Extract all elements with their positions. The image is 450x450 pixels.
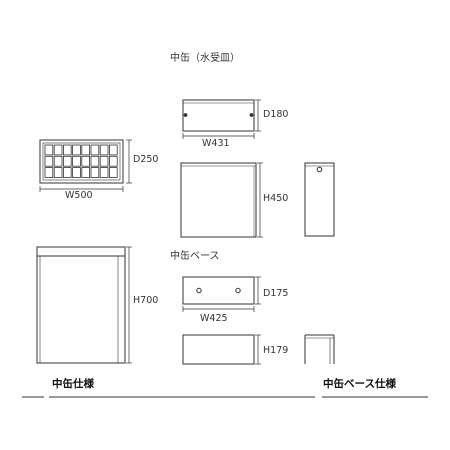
grid-hole [109, 155, 118, 167]
base-top-drawing [182, 276, 255, 305]
top-view-grid [44, 144, 118, 178]
grid-hole [81, 144, 91, 156]
base-title: 中缶ベース [170, 251, 220, 262]
dim-label-h179: H179 [263, 345, 289, 356]
base-front-drawing [182, 334, 255, 365]
grid-hole [72, 144, 81, 156]
grid-hole [109, 167, 118, 178]
base-side-drawing [304, 334, 335, 364]
grid-hole [53, 155, 63, 167]
dim-label-w425: W425 [200, 313, 228, 324]
dimension-d180 [255, 99, 261, 132]
dim-label-h700: H700 [133, 295, 159, 306]
grid-hole [109, 144, 118, 156]
grid-hole [72, 167, 81, 178]
top-view-drawing [39, 139, 124, 184]
tray-title: 中缶（水受皿） [170, 53, 240, 64]
grid-hole [99, 155, 109, 167]
grid-hole [90, 155, 100, 167]
dim-label-d180: D180 [263, 109, 289, 120]
dimension-d175 [255, 276, 261, 305]
grid-hole [90, 144, 100, 156]
grid-hole [44, 155, 54, 167]
inner-can-front-drawing [180, 162, 257, 238]
grid-hole [81, 155, 91, 167]
grid-hole [81, 167, 91, 178]
grid-hole [44, 144, 54, 156]
dimension-w500 [39, 186, 124, 192]
grid-hole [53, 144, 63, 156]
outer-body-drawing [36, 246, 126, 364]
dim-label-w500: W500 [65, 190, 93, 201]
tray-drawing [182, 99, 255, 132]
dim-label-d250: D250 [133, 154, 159, 165]
grid-hole [63, 144, 72, 156]
dimension-h179 [255, 334, 261, 365]
inner-can-side-drawing [304, 162, 335, 237]
grid-hole [63, 155, 72, 167]
grid-hole [90, 167, 100, 178]
dimension-w425 [182, 306, 255, 312]
dim-label-h450: H450 [263, 193, 289, 204]
grid-hole [99, 167, 109, 178]
dim-label-d175: D175 [263, 288, 289, 299]
grid-hole [63, 167, 72, 178]
dimension-w431 [182, 133, 255, 139]
grid-hole [72, 155, 81, 167]
dimension-d250 [126, 139, 132, 184]
dimension-h450 [257, 162, 263, 238]
grid-hole [99, 144, 109, 156]
grid-hole [53, 167, 63, 178]
dim-label-w431: W431 [202, 138, 230, 149]
grid-hole [44, 167, 54, 178]
inner-can-spec-heading: 中缶仕様 [52, 378, 94, 390]
dimension-h700 [126, 246, 132, 364]
inner-can-base-spec-heading: 中缶ベース仕様 [323, 378, 396, 390]
